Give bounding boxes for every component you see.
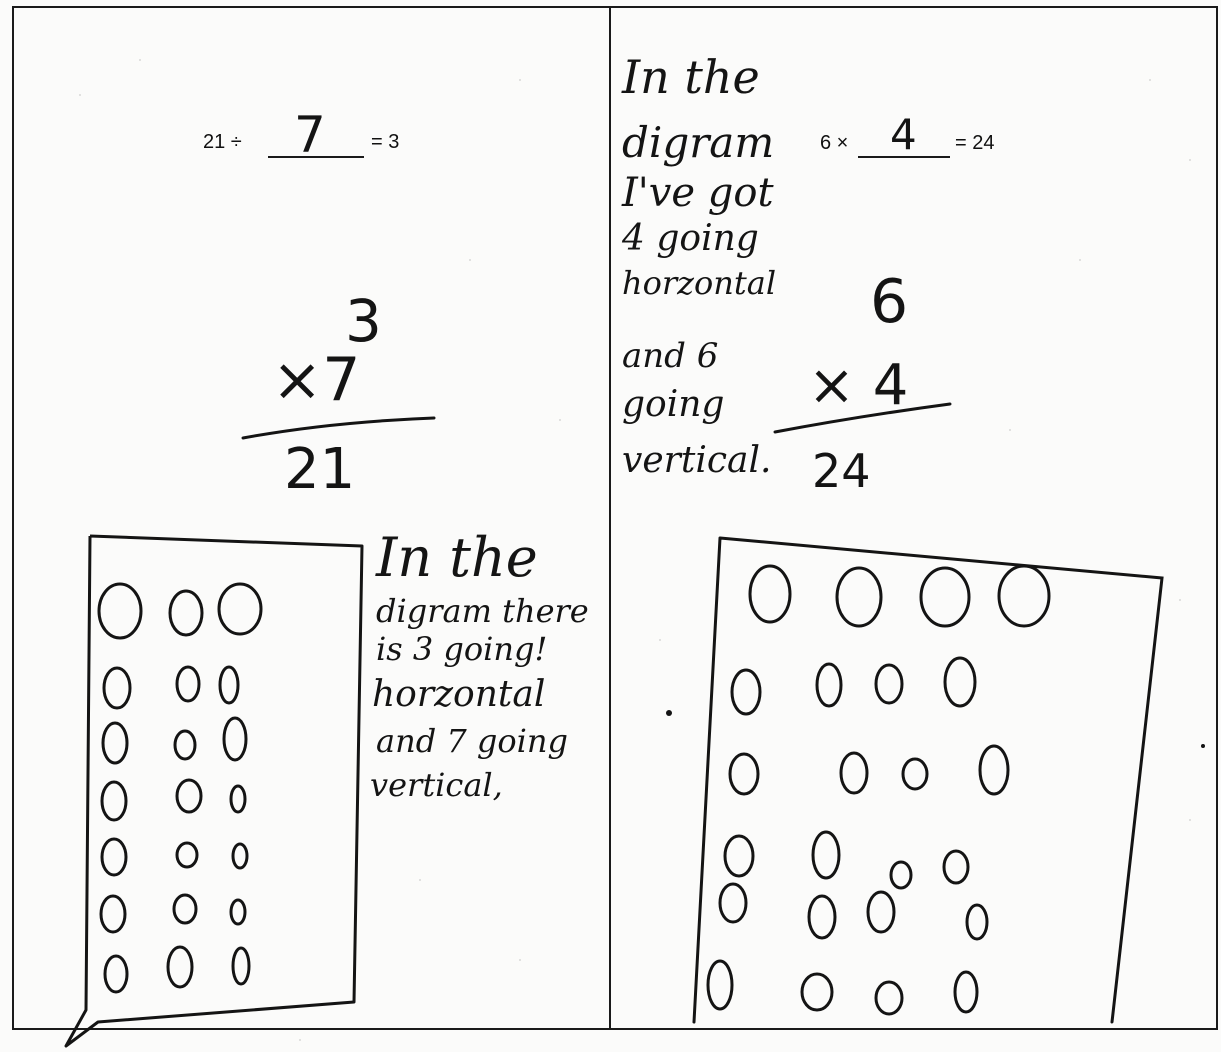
array-circle [967, 905, 987, 939]
array-circle [177, 667, 199, 701]
array-circle [725, 836, 753, 876]
array-circle [170, 591, 202, 635]
array-circle [220, 667, 238, 703]
array-circle [233, 844, 247, 868]
array-circle [103, 723, 127, 763]
stray-mark [1201, 744, 1205, 748]
array-circle [809, 896, 835, 938]
array-circle [921, 568, 969, 626]
array-circle [233, 948, 249, 984]
array-circle [837, 568, 881, 626]
array-circle [168, 947, 192, 987]
stray-mark [666, 710, 672, 716]
array-circle [868, 892, 894, 932]
right-work-rule [775, 404, 950, 432]
array-circle [99, 584, 141, 638]
array-circle [841, 753, 867, 793]
array-circle [813, 832, 839, 878]
array-circle [876, 982, 902, 1014]
array-circle [231, 900, 245, 924]
left-array-box [66, 536, 362, 1046]
array-circle [174, 895, 196, 923]
array-circle [219, 584, 261, 634]
array-circle [102, 839, 126, 875]
array-circle [102, 782, 126, 820]
array-circle [720, 884, 746, 922]
array-circle [903, 759, 927, 789]
array-circle [999, 566, 1049, 626]
left-circle-array [99, 584, 261, 992]
array-circle [955, 972, 977, 1012]
array-circle [105, 956, 127, 992]
array-circle [104, 668, 130, 708]
array-circle [231, 786, 245, 812]
array-circle [802, 974, 832, 1010]
array-circle [177, 780, 201, 812]
array-circle [817, 664, 841, 706]
array-circle [750, 566, 790, 622]
array-circle [732, 670, 760, 714]
array-circle [175, 731, 195, 759]
array-circle [730, 754, 758, 794]
left-work-rule [243, 418, 434, 438]
right-circle-array [708, 566, 1049, 1014]
array-circle [224, 718, 246, 760]
array-circle [708, 961, 732, 1009]
array-circle [980, 746, 1008, 794]
array-circle [891, 862, 911, 888]
right-array-box [694, 538, 1162, 1022]
array-circle [177, 843, 197, 867]
array-circle [944, 851, 968, 883]
array-circle [101, 896, 125, 932]
array-circle [876, 665, 902, 703]
array-circle [945, 658, 975, 706]
